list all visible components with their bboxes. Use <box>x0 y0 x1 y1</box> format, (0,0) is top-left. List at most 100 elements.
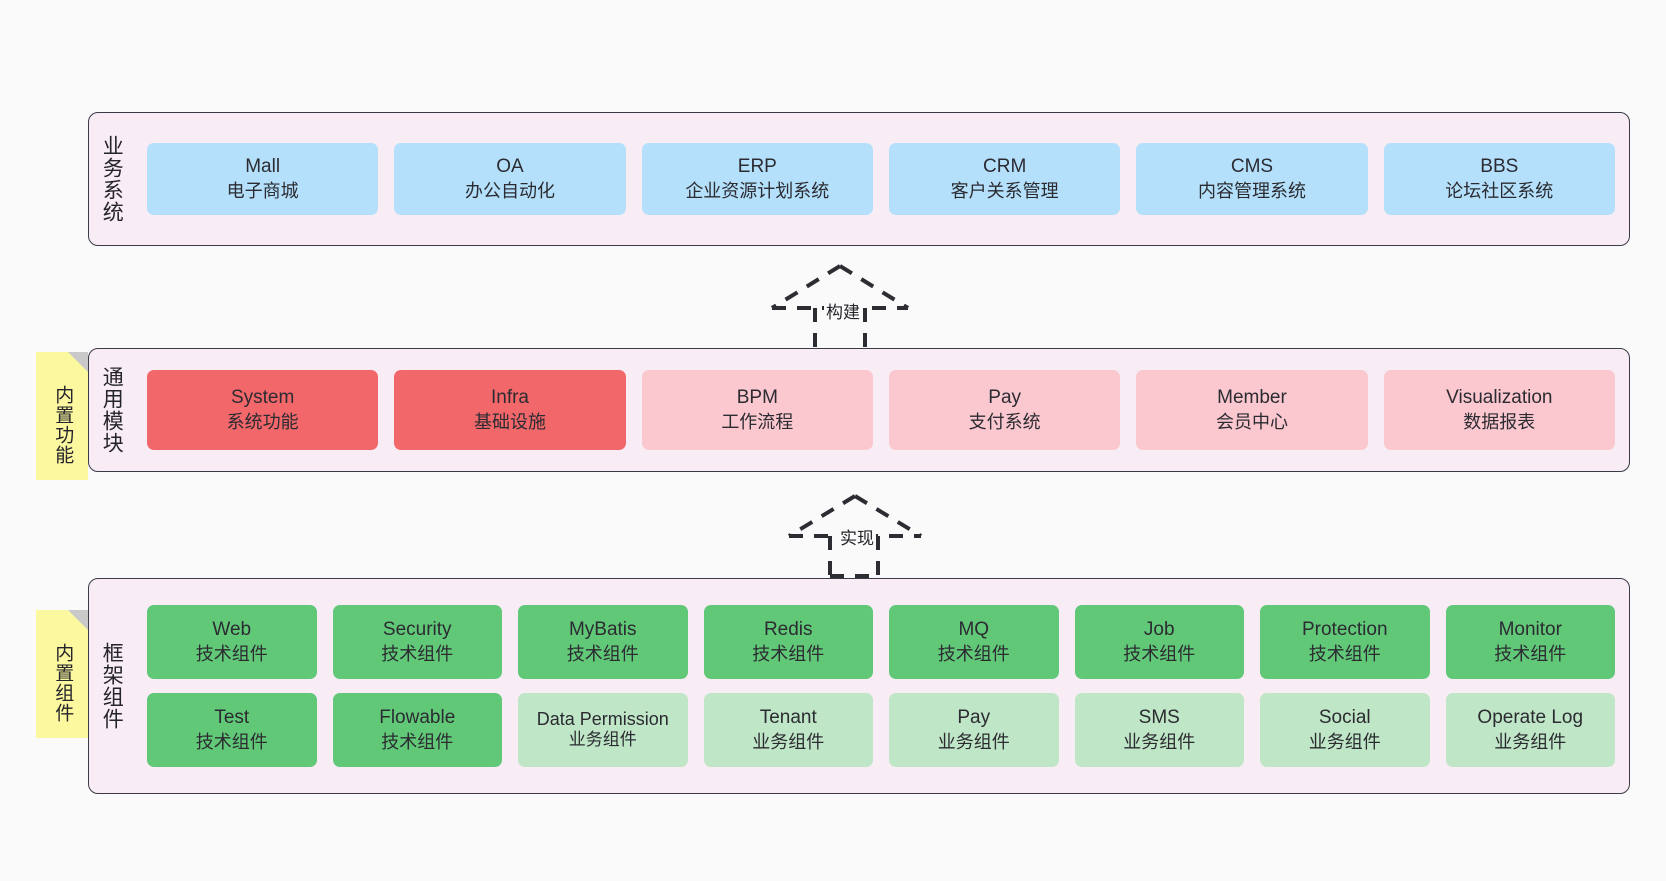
note-builtin-features: 内置功能 <box>36 352 88 480</box>
card-visualization[interactable]: Visualization 数据报表 <box>1383 370 1615 450</box>
arrow-label-implement: 实现 <box>838 524 876 549</box>
card-subtitle: 业务组件 <box>1308 731 1381 752</box>
card-security[interactable]: Security 技术组件 <box>332 605 502 679</box>
card-title: Data Permission <box>536 708 669 729</box>
card-subtitle: 技术组件 <box>566 643 639 664</box>
card-mall[interactable]: Mall 电子商城 <box>147 143 379 215</box>
card-flowable[interactable]: Flowable 技术组件 <box>332 693 502 767</box>
card-tenant[interactable]: Tenant 业务组件 <box>703 693 873 767</box>
card-sms[interactable]: SMS 业务组件 <box>1074 693 1244 767</box>
card-subtitle: 论坛社区系统 <box>1445 180 1554 201</box>
card-title: System <box>230 386 295 408</box>
card-redis[interactable]: Redis 技术组件 <box>703 605 873 679</box>
card-subtitle: 企业资源计划系统 <box>685 180 830 201</box>
generalization-arrow-icon <box>787 494 923 578</box>
card-test[interactable]: Test 技术组件 <box>147 693 317 767</box>
card-subtitle: 技术组件 <box>1123 643 1196 664</box>
card-member[interactable]: Member 会员中心 <box>1136 370 1368 450</box>
card-social[interactable]: Social 业务组件 <box>1260 693 1430 767</box>
card-pay-module[interactable]: Pay 支付系统 <box>888 370 1121 450</box>
layer-body-common-modules: System 系统功能 Infra 基础设施 BPM 工作流程 Pay 支付系统… <box>133 349 1629 471</box>
card-subtitle: 技术组件 <box>381 643 454 664</box>
card-subtitle: 技术组件 <box>381 731 454 752</box>
card-infra[interactable]: Infra 基础设施 <box>394 370 626 450</box>
card-subtitle: 基础设施 <box>473 411 546 432</box>
note-text: 内置组件 <box>52 643 74 723</box>
card-bbs[interactable]: BBS 论坛社区系统 <box>1383 143 1615 215</box>
card-title: Web <box>212 618 252 640</box>
card-subtitle: 内容管理系统 <box>1197 180 1306 201</box>
card-web[interactable]: Web 技术组件 <box>147 605 317 679</box>
page-fold-icon <box>68 610 88 630</box>
card-title: MyBatis <box>568 618 637 640</box>
card-title: Member <box>1217 386 1287 408</box>
layer-body-framework-components: Web 技术组件 Security 技术组件 MyBatis 技术组件 Redi… <box>133 579 1629 793</box>
card-subtitle: 业务组件 <box>752 731 825 752</box>
arrow-implement: 实现 <box>775 490 935 586</box>
card-protection[interactable]: Protection 技术组件 <box>1260 605 1430 679</box>
card-subtitle: 技术组件 <box>752 643 825 664</box>
card-erp[interactable]: ERP 企业资源计划系统 <box>641 143 873 215</box>
card-title: MQ <box>958 618 990 640</box>
card-pay-component[interactable]: Pay 业务组件 <box>889 693 1059 767</box>
card-title: Pay <box>957 706 991 728</box>
card-title: Operate Log <box>1477 706 1584 728</box>
card-subtitle: 会员中心 <box>1215 411 1288 432</box>
card-title: OA <box>496 155 524 177</box>
card-title: Security <box>382 618 452 640</box>
card-subtitle: 技术组件 <box>195 643 268 664</box>
card-row-business: Test 技术组件 Flowable 技术组件 Data Permission … <box>147 693 1615 767</box>
card-title: ERP <box>737 155 777 177</box>
card-title: BBS <box>1480 155 1519 177</box>
card-subtitle: 电子商城 <box>226 180 299 201</box>
card-subtitle: 业务组件 <box>568 730 637 750</box>
layer-title-framework-components: 框架组件 <box>100 642 124 730</box>
card-subtitle: 客户关系管理 <box>950 180 1059 201</box>
layer-title-common-modules: 通用模块 <box>100 366 124 454</box>
card-title: Tenant <box>759 706 817 728</box>
card-title: Infra <box>490 386 529 408</box>
card-subtitle: 技术组件 <box>1308 643 1381 664</box>
card-mq[interactable]: MQ 技术组件 <box>889 605 1059 679</box>
card-subtitle: 办公自动化 <box>464 180 555 201</box>
layer-title-business-systems: 业务系统 <box>100 135 124 223</box>
card-title: Job <box>1143 618 1175 640</box>
card-row: System 系统功能 Infra 基础设施 BPM 工作流程 Pay 支付系统… <box>147 370 1615 450</box>
card-title: CMS <box>1230 155 1274 177</box>
card-title: Visualization <box>1446 386 1553 408</box>
card-title: BPM <box>736 386 778 408</box>
card-subtitle: 工作流程 <box>721 411 794 432</box>
card-crm[interactable]: CRM 客户关系管理 <box>888 143 1121 215</box>
card-cms[interactable]: CMS 内容管理系统 <box>1136 143 1368 215</box>
card-monitor[interactable]: Monitor 技术组件 <box>1445 605 1615 679</box>
card-title: CRM <box>983 155 1027 177</box>
card-oa[interactable]: OA 办公自动化 <box>394 143 626 215</box>
arrow-build: 构建 <box>760 260 920 356</box>
card-subtitle: 支付系统 <box>968 411 1041 432</box>
layer-body-business-systems: Mall 电子商城 OA 办公自动化 ERP 企业资源计划系统 CRM 客户关系… <box>133 113 1629 245</box>
card-data-permission[interactable]: Data Permission 业务组件 <box>518 693 688 767</box>
card-bpm[interactable]: BPM 工作流程 <box>641 370 873 450</box>
card-title: Social <box>1318 706 1371 728</box>
card-title: Pay <box>988 386 1022 408</box>
note-builtin-components: 内置组件 <box>36 610 88 738</box>
card-mybatis[interactable]: MyBatis 技术组件 <box>518 605 688 679</box>
card-row: Mall 电子商城 OA 办公自动化 ERP 企业资源计划系统 CRM 客户关系… <box>147 143 1615 215</box>
layer-framework-components: 框架组件 Web 技术组件 Security 技术组件 MyBatis 技术组件… <box>88 578 1630 794</box>
card-system[interactable]: System 系统功能 <box>147 370 379 450</box>
card-subtitle: 业务组件 <box>937 731 1010 752</box>
card-title: Mall <box>245 155 281 177</box>
card-row-technical: Web 技术组件 Security 技术组件 MyBatis 技术组件 Redi… <box>147 605 1615 679</box>
card-title: Redis <box>763 618 813 640</box>
card-subtitle: 技术组件 <box>195 731 268 752</box>
card-title: Flowable <box>379 706 456 728</box>
card-job[interactable]: Job 技术组件 <box>1074 605 1244 679</box>
card-subtitle: 系统功能 <box>226 411 299 432</box>
card-operate-log[interactable]: Operate Log 业务组件 <box>1445 693 1615 767</box>
page-fold-icon <box>68 352 88 372</box>
layer-business-systems: 业务系统 Mall 电子商城 OA 办公自动化 ERP 企业资源计划系统 CRM… <box>88 112 1630 246</box>
card-title: Test <box>214 706 250 728</box>
note-text: 内置功能 <box>52 385 74 465</box>
card-subtitle: 技术组件 <box>937 643 1010 664</box>
